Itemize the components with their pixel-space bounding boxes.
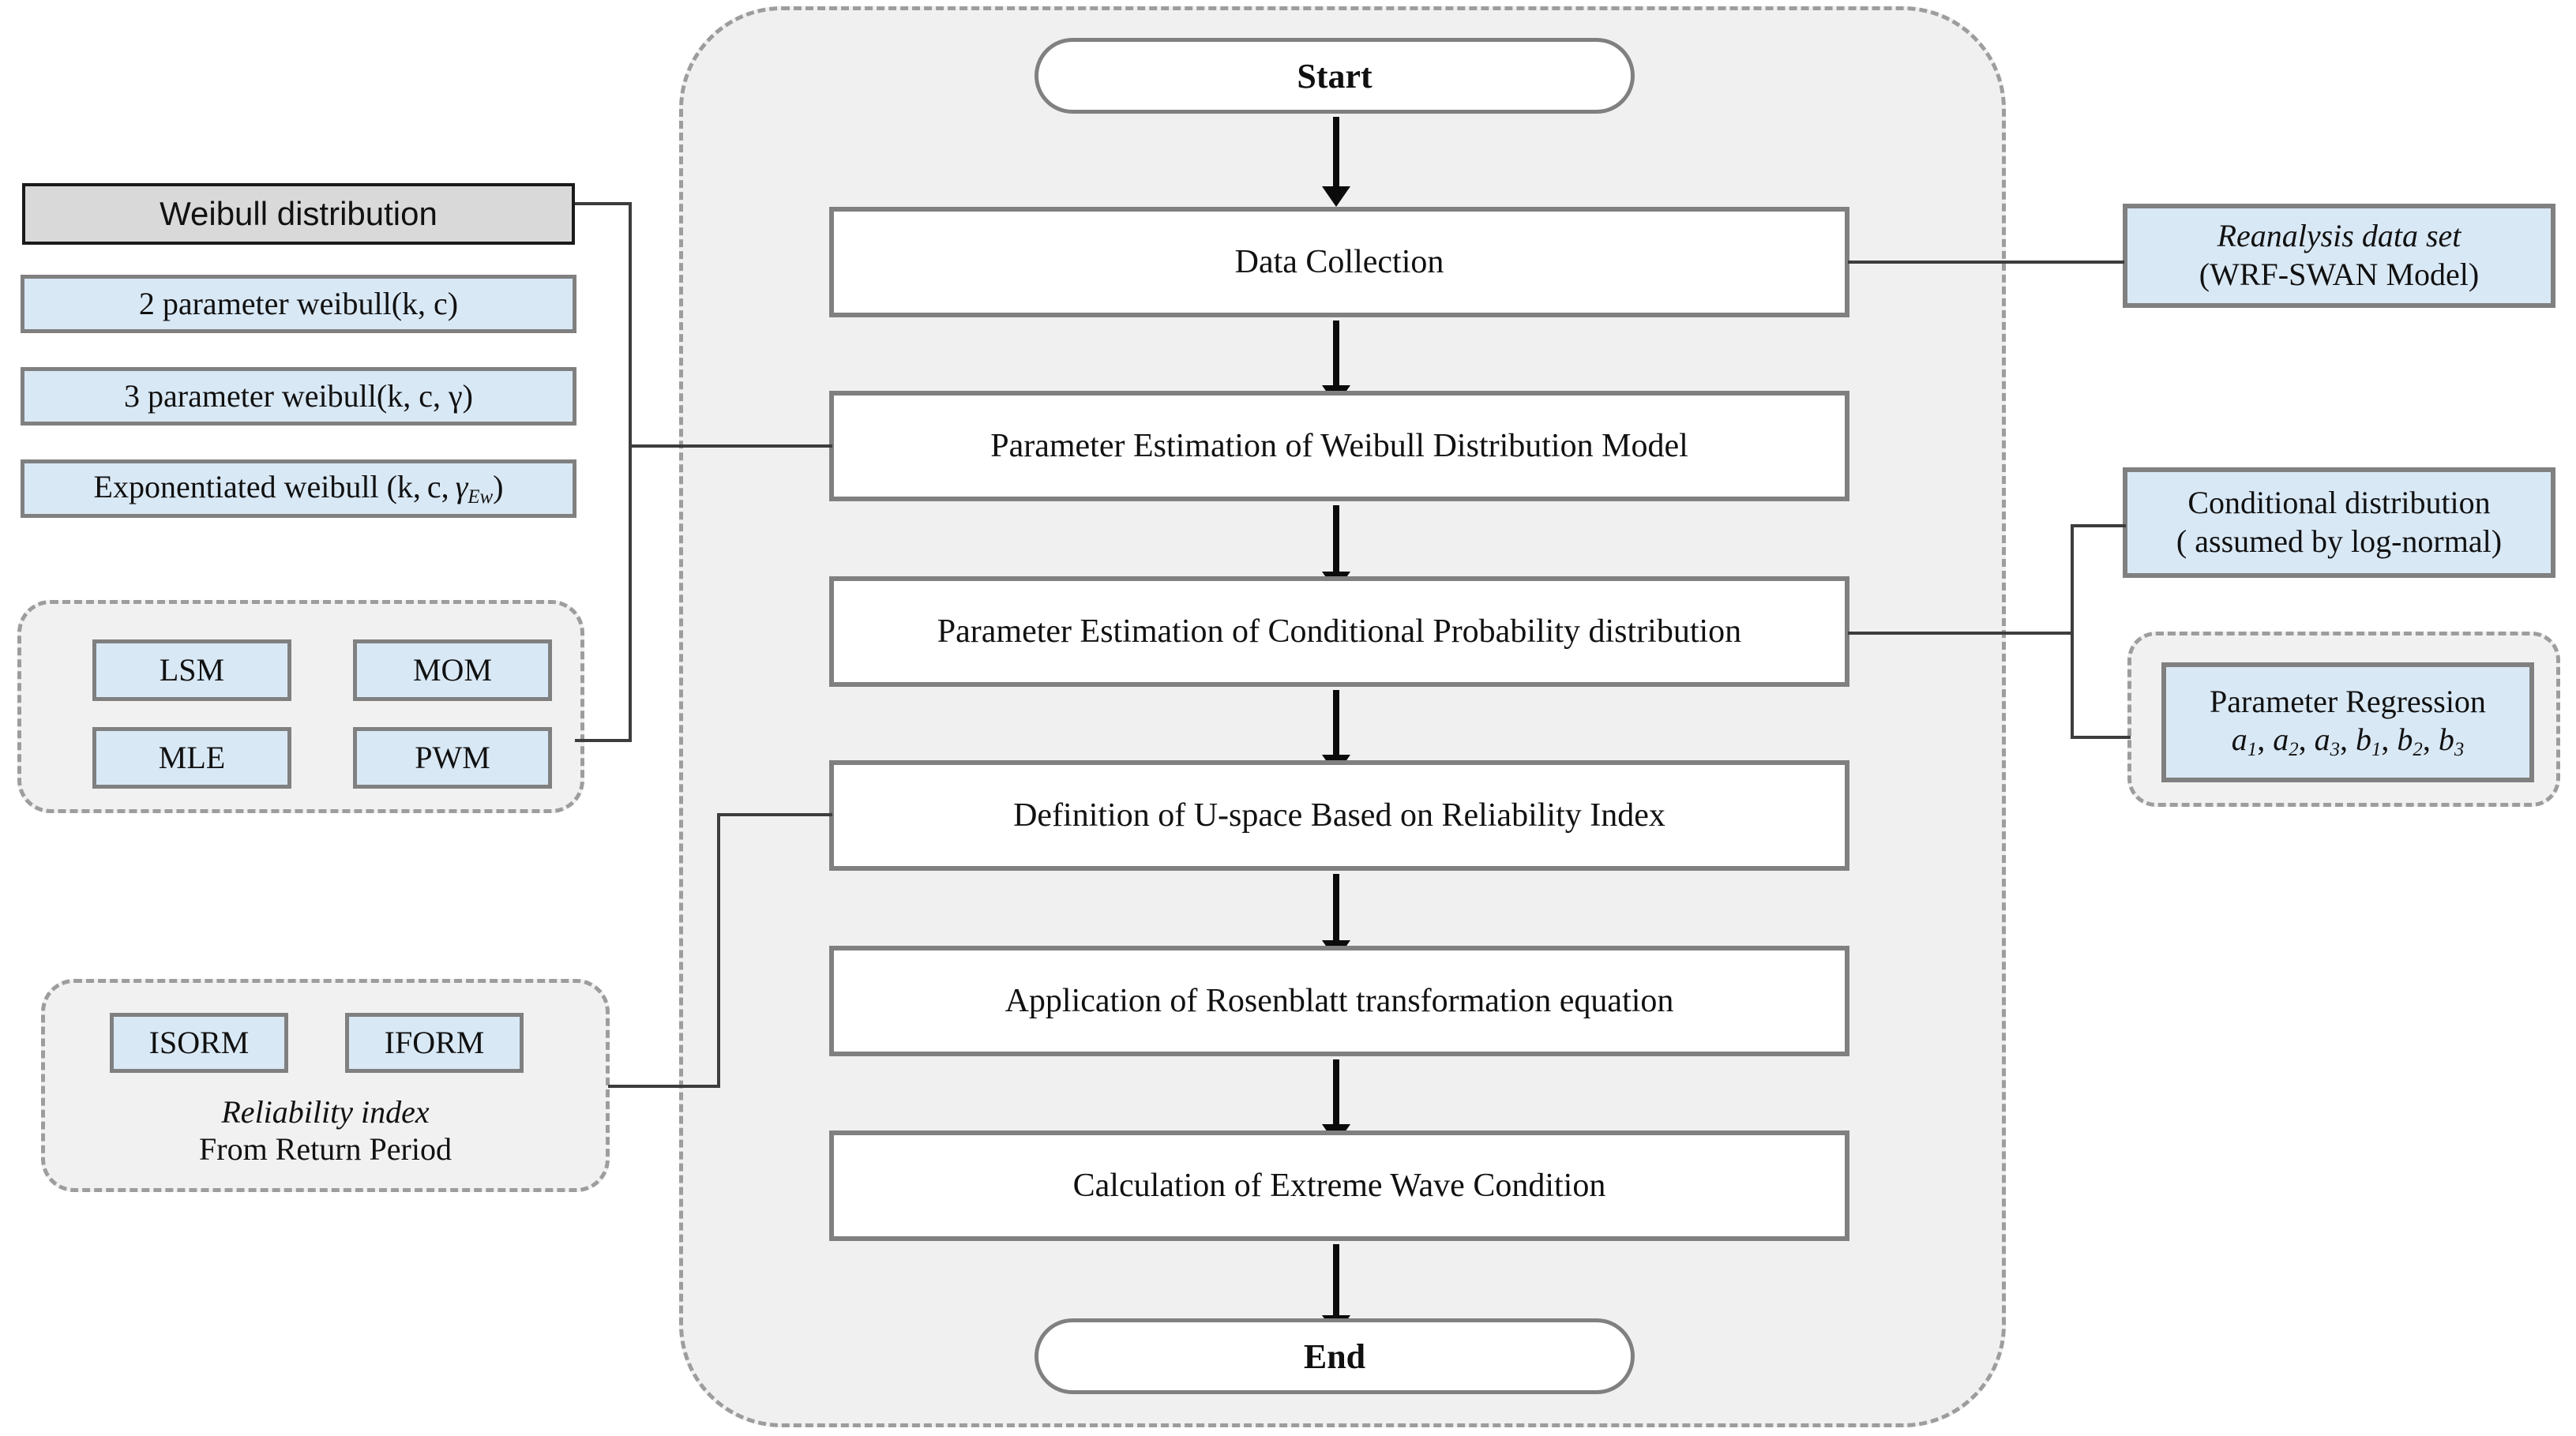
process-label: Data Collection: [1234, 243, 1444, 280]
reliability-caption-italic: Reliability index: [221, 1094, 430, 1130]
connector-methods-group-stub: [575, 739, 632, 742]
exponentiated-weibull-label: Exponentiated weibull (k, c, γEw): [93, 469, 504, 508]
arrow-step2-to-step3: [1322, 505, 1350, 592]
method-label: PWM: [415, 740, 490, 775]
parameter-regression-box: Parameter Regression a1, a2, a3, b1, b2,…: [2161, 662, 2534, 782]
process-box-conditional-param-estimation: Parameter Estimation of Conditional Prob…: [829, 576, 1849, 687]
conditional-distribution-box: Conditional distribution ( assumed by lo…: [2123, 467, 2555, 578]
process-label: Parameter Estimation of Weibull Distribu…: [990, 427, 1688, 464]
method-label: LSM: [159, 652, 225, 688]
regression-line-2: a1, a2, a3, b1, b2, b3: [2231, 722, 2465, 761]
process-label: Calculation of Extreme Wave Condition: [1072, 1167, 1606, 1204]
connector-reliability-to-process: [717, 813, 832, 816]
reliability-label: IFORM: [384, 1025, 485, 1060]
connector-conditional-stem: [1848, 632, 2074, 635]
method-box-mom: MOM: [353, 639, 552, 701]
regression-line-1: Parameter Regression: [2210, 683, 2486, 719]
estimation-methods-group: LSM MOM MLE PWM: [17, 600, 584, 813]
reliability-box-iform: IFORM: [345, 1013, 524, 1073]
connector-weibull-to-process: [629, 444, 832, 448]
process-label: Parameter Estimation of Conditional Prob…: [937, 613, 1742, 650]
arrow-start-to-step1: [1322, 117, 1350, 207]
process-box-uspace-definition: Definition of U-space Based on Reliabili…: [829, 760, 1849, 871]
end-terminator: End: [1035, 1318, 1635, 1394]
method-box-mle: MLE: [92, 727, 291, 789]
start-label: Start: [1297, 56, 1372, 96]
arrow-step4-to-step5: [1322, 874, 1350, 961]
connector-weibull-bracket-vertical: [629, 202, 632, 742]
reliability-index-group: ISORM IFORM Reliability index From Retur…: [41, 979, 610, 1192]
weibull-3-parameter-label: 3 parameter weibull(k, c, γ): [124, 378, 473, 414]
reliability-box-isorm: ISORM: [110, 1013, 288, 1073]
weibull-header-label: Weibull distribution: [160, 195, 437, 232]
connector-bracket-to-conditional-box: [2071, 524, 2126, 527]
reanalysis-line-1: Reanalysis data set: [2217, 218, 2461, 254]
conditional-line-2: ( assumed by log-normal): [2176, 523, 2503, 559]
connector-conditional-bracket-vertical: [2071, 524, 2074, 739]
connector-data-collection-to-reanalysis: [1848, 261, 2124, 264]
connector-bracket-to-regression-box: [2071, 736, 2131, 739]
method-label: MLE: [158, 740, 226, 775]
process-box-rosenblatt-transformation: Application of Rosenblatt transformation…: [829, 946, 1849, 1056]
reliability-group-caption: Reliability index From Return Period: [45, 1093, 606, 1168]
method-box-pwm: PWM: [353, 727, 552, 789]
reanalysis-line-2: (WRF-SWAN Model): [2199, 257, 2480, 292]
method-label: MOM: [412, 652, 493, 688]
method-box-lsm: LSM: [92, 639, 291, 701]
process-box-extreme-wave-calculation: Calculation of Extreme Wave Condition: [829, 1130, 1849, 1241]
process-label: Application of Rosenblatt transformation…: [1004, 982, 1674, 1019]
arrow-step5-to-step6: [1322, 1059, 1350, 1145]
process-box-weibull-param-estimation: Parameter Estimation of Weibull Distribu…: [829, 391, 1849, 501]
end-label: End: [1303, 1337, 1366, 1376]
process-box-data-collection: Data Collection: [829, 207, 1849, 317]
process-label: Definition of U-space Based on Reliabili…: [1013, 797, 1665, 834]
reanalysis-dataset-box: Reanalysis data set (WRF-SWAN Model): [2123, 204, 2555, 308]
arrow-step6-to-end: [1322, 1244, 1350, 1336]
arrow-step3-to-step4: [1322, 690, 1350, 775]
connector-weibull-header-stub: [575, 202, 632, 205]
weibull-distribution-header: Weibull distribution: [22, 183, 575, 245]
weibull-2-parameter-label: 2 parameter weibull(k, c): [138, 286, 459, 321]
connector-reliability-vertical: [717, 813, 720, 1088]
reliability-caption-plain: From Return Period: [199, 1131, 452, 1168]
parameter-regression-group: Parameter Regression a1, a2, a3, b1, b2,…: [2127, 632, 2560, 807]
weibull-3-parameter-box: 3 parameter weibull(k, c, γ): [21, 367, 576, 426]
connector-reliability-stub: [608, 1085, 720, 1088]
weibull-2-parameter-box: 2 parameter weibull(k, c): [21, 275, 576, 333]
start-terminator: Start: [1035, 38, 1635, 114]
reliability-label: ISORM: [148, 1025, 250, 1060]
exponentiated-weibull-box: Exponentiated weibull (k, c, γEw): [21, 459, 576, 518]
conditional-line-1: Conditional distribution: [2187, 485, 2491, 521]
arrow-step1-to-step2: [1322, 321, 1350, 406]
